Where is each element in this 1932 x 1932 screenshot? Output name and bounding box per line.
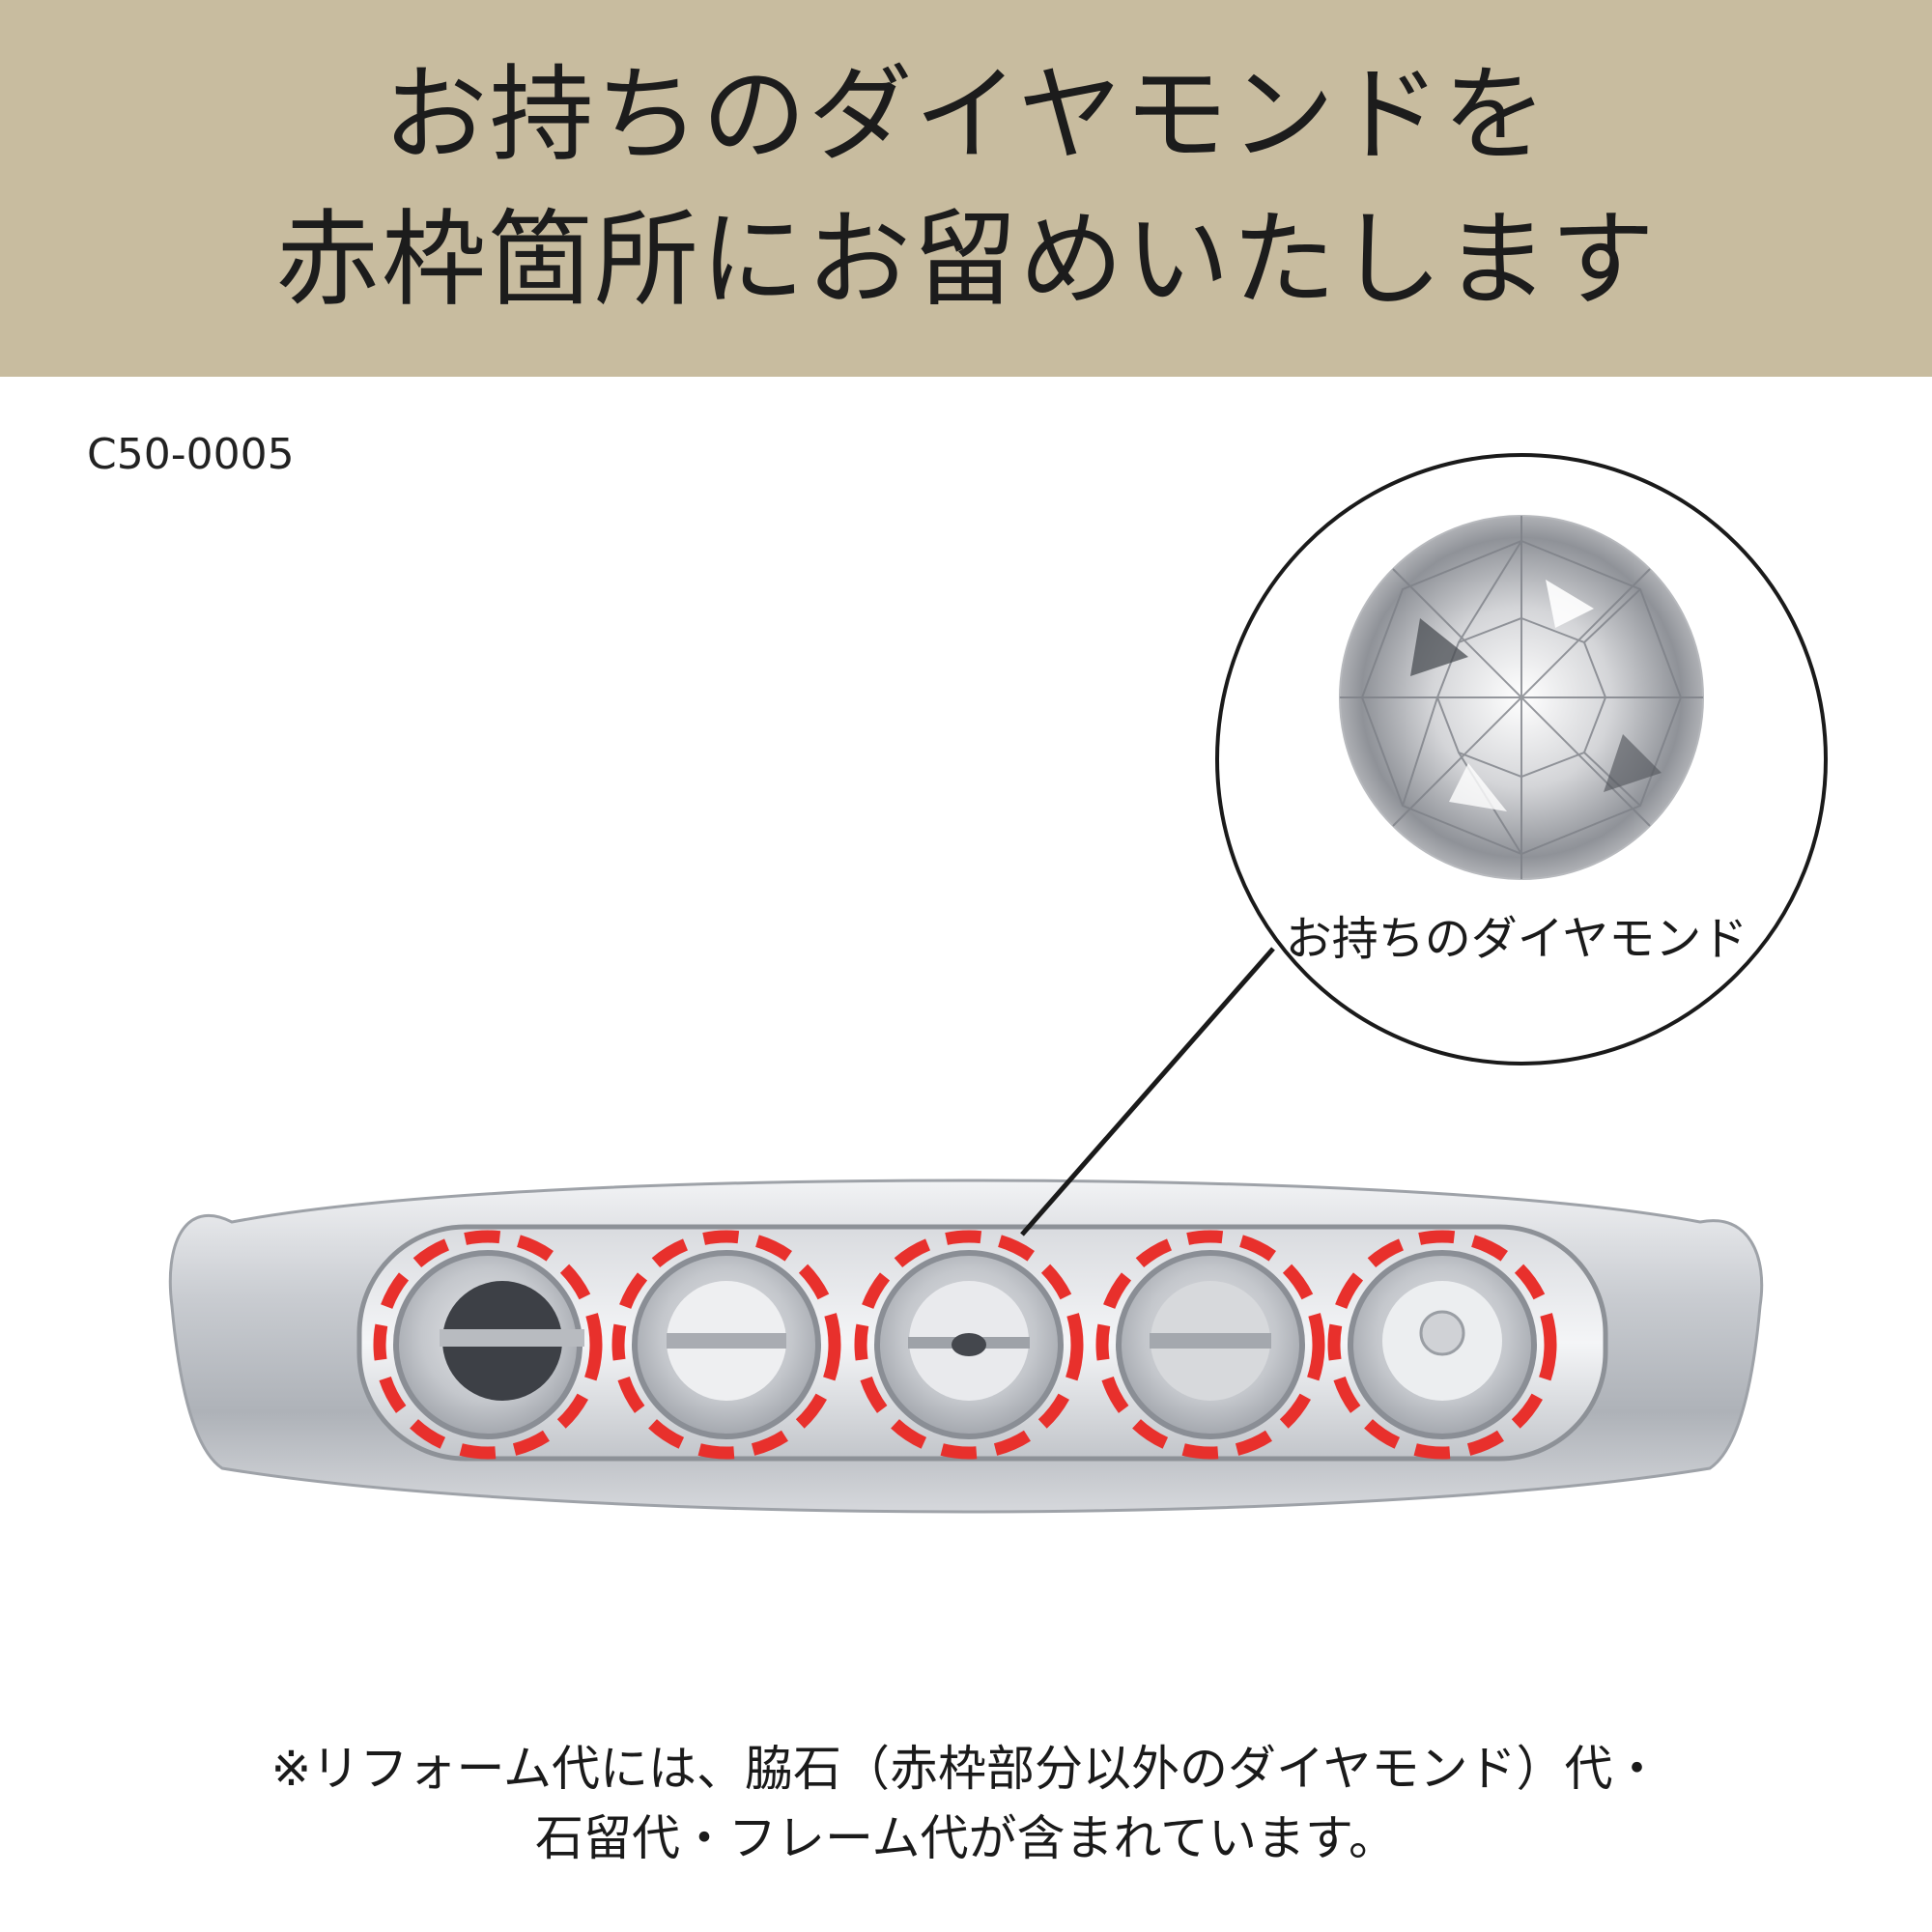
marker-circle-2 (611, 1230, 841, 1460)
product-code: C50-0005 (87, 430, 295, 479)
banner-title-line-2: 赤枠箇所にお留めいたします (274, 200, 1657, 321)
footnote-line-2: 石留代・フレーム代が含まれています。 (535, 1810, 1397, 1866)
red-dashed-markers (373, 1230, 1557, 1460)
marker-circle-1 (373, 1230, 603, 1460)
stone-setting (1348, 1250, 1537, 1439)
marker-circle-4 (1095, 1230, 1325, 1460)
stone-setting (632, 1250, 821, 1439)
marker-circle-5 (1327, 1230, 1557, 1460)
diamond-image (1339, 515, 1704, 880)
stone-setting (1116, 1250, 1305, 1439)
footnote-line-1: ※リフォーム代には、脇石（赤枠部分以外のダイヤモンド）代・ (270, 1741, 1662, 1797)
banner-title-line-1: お持ちのダイヤモンドを (383, 55, 1549, 176)
stone-setting (393, 1250, 584, 1439)
callout-label: お持ちのダイヤモンド (1285, 912, 1748, 966)
header-banner: お持ちのダイヤモンドを 赤枠箇所にお留めいたします (0, 0, 1932, 377)
callout-connector-line (1020, 947, 1275, 1236)
marker-circle-3 (854, 1230, 1084, 1460)
stone-settings (393, 1250, 1537, 1439)
footnote: ※リフォーム代には、脇石（赤枠部分以外のダイヤモンド）代・ 石留代・フレーム代が… (0, 1734, 1932, 1873)
stone-setting (874, 1250, 1064, 1439)
